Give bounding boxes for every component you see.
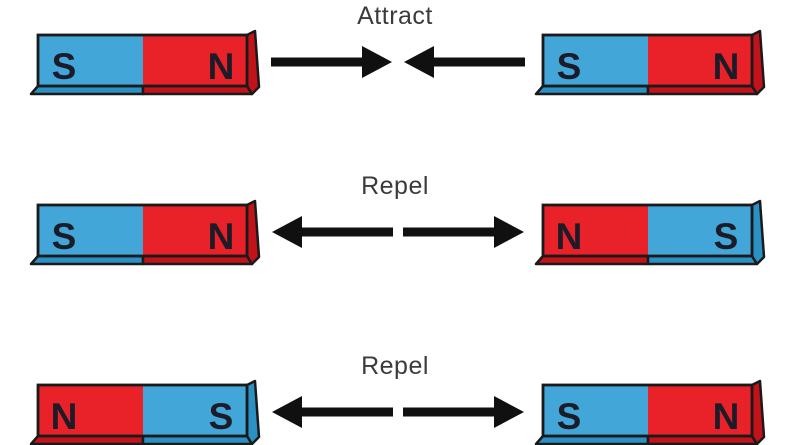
row-attract: Attract S N S	[0, 0, 800, 150]
left-arrow-icon	[271, 45, 393, 84]
pole-letter-left: S	[557, 396, 582, 437]
right-magnet: S N	[534, 379, 766, 445]
magnet-front-outline	[541, 203, 754, 258]
pole-left-face	[543, 385, 648, 436]
pole-letter-left: S	[557, 46, 582, 87]
right-arrow-icon	[403, 215, 525, 254]
magnet-front-outline	[36, 203, 249, 258]
pole-right-face	[648, 205, 752, 256]
pole-right-face	[648, 35, 752, 86]
magnet-side-face	[750, 29, 766, 96]
row-repel-first: Repel S N N	[0, 170, 800, 320]
pole-letter-right: S	[209, 396, 234, 437]
row-label: Repel	[361, 172, 429, 200]
pole-left-face	[38, 205, 143, 256]
magnet-side-face	[750, 379, 766, 445]
left-arrow-icon	[271, 395, 393, 434]
pole-right-face	[648, 385, 752, 436]
arrow-shape	[272, 216, 393, 248]
pole-letter-left: N	[556, 216, 583, 257]
pole-letter-right: N	[208, 216, 235, 257]
pole-letter-right: S	[714, 216, 739, 257]
pole-right-face	[143, 35, 247, 86]
pole-letter-left: N	[51, 396, 78, 437]
magnet-side-face	[245, 29, 261, 96]
magnet-side-face	[750, 199, 766, 266]
magnet-side-face	[245, 199, 261, 266]
right-arrow-icon	[403, 395, 525, 434]
pole-right-face	[143, 205, 247, 256]
left-arrow-icon	[271, 215, 393, 254]
pole-left-face	[38, 35, 143, 86]
pole-left-face	[543, 205, 648, 256]
pole-left-face	[38, 385, 143, 436]
arrow-shape	[272, 396, 393, 428]
magnet-front-outline	[36, 33, 249, 88]
row-label: Attract	[357, 2, 433, 30]
pole-letter-left: S	[52, 46, 77, 87]
right-arrow-icon	[403, 45, 525, 84]
magnet-front-outline	[541, 33, 754, 88]
pole-right-face	[143, 385, 247, 436]
right-magnet: N S	[534, 199, 766, 266]
magnet-side-face	[245, 379, 261, 445]
left-magnet: S N	[29, 29, 261, 96]
left-magnet: N S	[29, 379, 261, 445]
arrow-shape	[404, 46, 525, 78]
pole-letter-right: N	[208, 46, 235, 87]
pole-letter-right: N	[713, 396, 740, 437]
left-magnet: S N	[29, 199, 261, 266]
arrow-shape	[271, 46, 392, 78]
magnet-front-outline	[36, 383, 249, 438]
pole-letter-left: S	[52, 216, 77, 257]
right-magnet: S N	[534, 29, 766, 96]
arrow-shape	[403, 216, 524, 248]
arrow-shape	[403, 396, 524, 428]
pole-left-face	[543, 35, 648, 86]
row-repel-second: Repel N S S	[0, 350, 800, 445]
pole-letter-right: N	[713, 46, 740, 87]
row-label: Repel	[361, 352, 429, 380]
magnet-front-outline	[541, 383, 754, 438]
